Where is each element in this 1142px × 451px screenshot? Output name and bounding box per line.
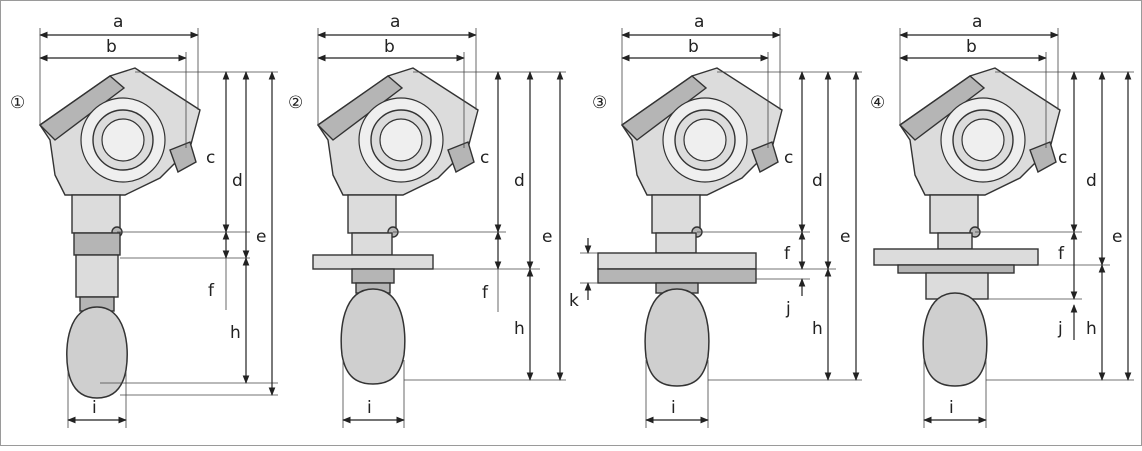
- dim-label-h-2: h: [514, 319, 525, 339]
- cable-gland-1: [169, 141, 197, 174]
- dim-label-f-2: f: [482, 283, 489, 303]
- variant-number-1: ①: [10, 93, 25, 113]
- flange-plate-3: [597, 268, 757, 284]
- dim-label-d-3: d: [812, 171, 823, 191]
- dim-label-b-4: b: [966, 37, 977, 57]
- dim-label-i-1: i: [92, 398, 97, 418]
- dim-label-i-2: i: [367, 398, 372, 418]
- dim-label-c-3: c: [784, 148, 793, 168]
- dim-label-c-1: c: [206, 148, 215, 168]
- dim-label-b-3: b: [688, 37, 699, 57]
- dim-label-b-1: b: [106, 37, 117, 57]
- lens-antenna-4: [922, 292, 988, 387]
- dim-label-h-1: h: [230, 323, 241, 343]
- dim-label-a-4: a: [972, 12, 982, 32]
- variant-2: ② a b c d e f h i: [288, 12, 566, 428]
- neck-2: [347, 194, 397, 234]
- variant-1: ① a b c d e f h i: [10, 12, 278, 428]
- dim-label-h-4: h: [1086, 319, 1097, 339]
- dim-label-d-1: d: [232, 171, 243, 191]
- flange-3: [597, 252, 757, 270]
- variant-3: ③ a b c d e f j h k i: [569, 12, 862, 428]
- dim-label-c-4: c: [1058, 148, 1067, 168]
- dim-label-e-2: e: [542, 227, 552, 247]
- dim-label-d-2: d: [514, 171, 525, 191]
- dim-label-j-3: j: [785, 299, 791, 319]
- neck-1: [71, 194, 121, 234]
- neck-4: [929, 194, 979, 234]
- dim-label-f-1: f: [208, 281, 215, 301]
- dim-label-e-3: e: [840, 227, 850, 247]
- housing-cover-1: [38, 75, 126, 141]
- variant-number-2: ②: [288, 93, 303, 113]
- neck-3: [651, 194, 701, 234]
- dim-label-d-4: d: [1086, 171, 1097, 191]
- cable-gland-4: [1029, 141, 1057, 174]
- lens-antenna-1: [66, 306, 128, 399]
- cable-gland-2: [447, 141, 475, 174]
- dim-label-j-4: j: [1057, 319, 1063, 339]
- dim-label-h-3: h: [812, 319, 823, 339]
- dim-label-b-2: b: [384, 37, 395, 57]
- dim-label-a-1: a: [113, 12, 123, 32]
- variant-4: ④ a b c d e f j h i: [870, 12, 1134, 428]
- dim-label-e-4: e: [1112, 227, 1122, 247]
- dim-label-i-3: i: [671, 398, 676, 418]
- dim-label-f-4: f: [1058, 244, 1065, 264]
- lens-antenna-2: [340, 288, 406, 385]
- dim-label-i-4: i: [949, 398, 954, 418]
- flange-2: [312, 254, 434, 270]
- variant-number-3: ③: [592, 93, 607, 113]
- flange-4: [873, 248, 1039, 266]
- dim-label-a-2: a: [390, 12, 400, 32]
- lens-antenna-3: [644, 288, 710, 387]
- thread-section-1: [73, 232, 121, 256]
- variant-number-4: ④: [870, 93, 885, 113]
- dim-label-a-3: a: [694, 12, 704, 32]
- dim-label-c-2: c: [480, 148, 489, 168]
- dim-label-k-3: k: [569, 291, 579, 311]
- dim-label-f-3: f: [784, 244, 791, 264]
- cable-gland-3: [751, 141, 779, 174]
- dim-label-e-1: e: [256, 227, 266, 247]
